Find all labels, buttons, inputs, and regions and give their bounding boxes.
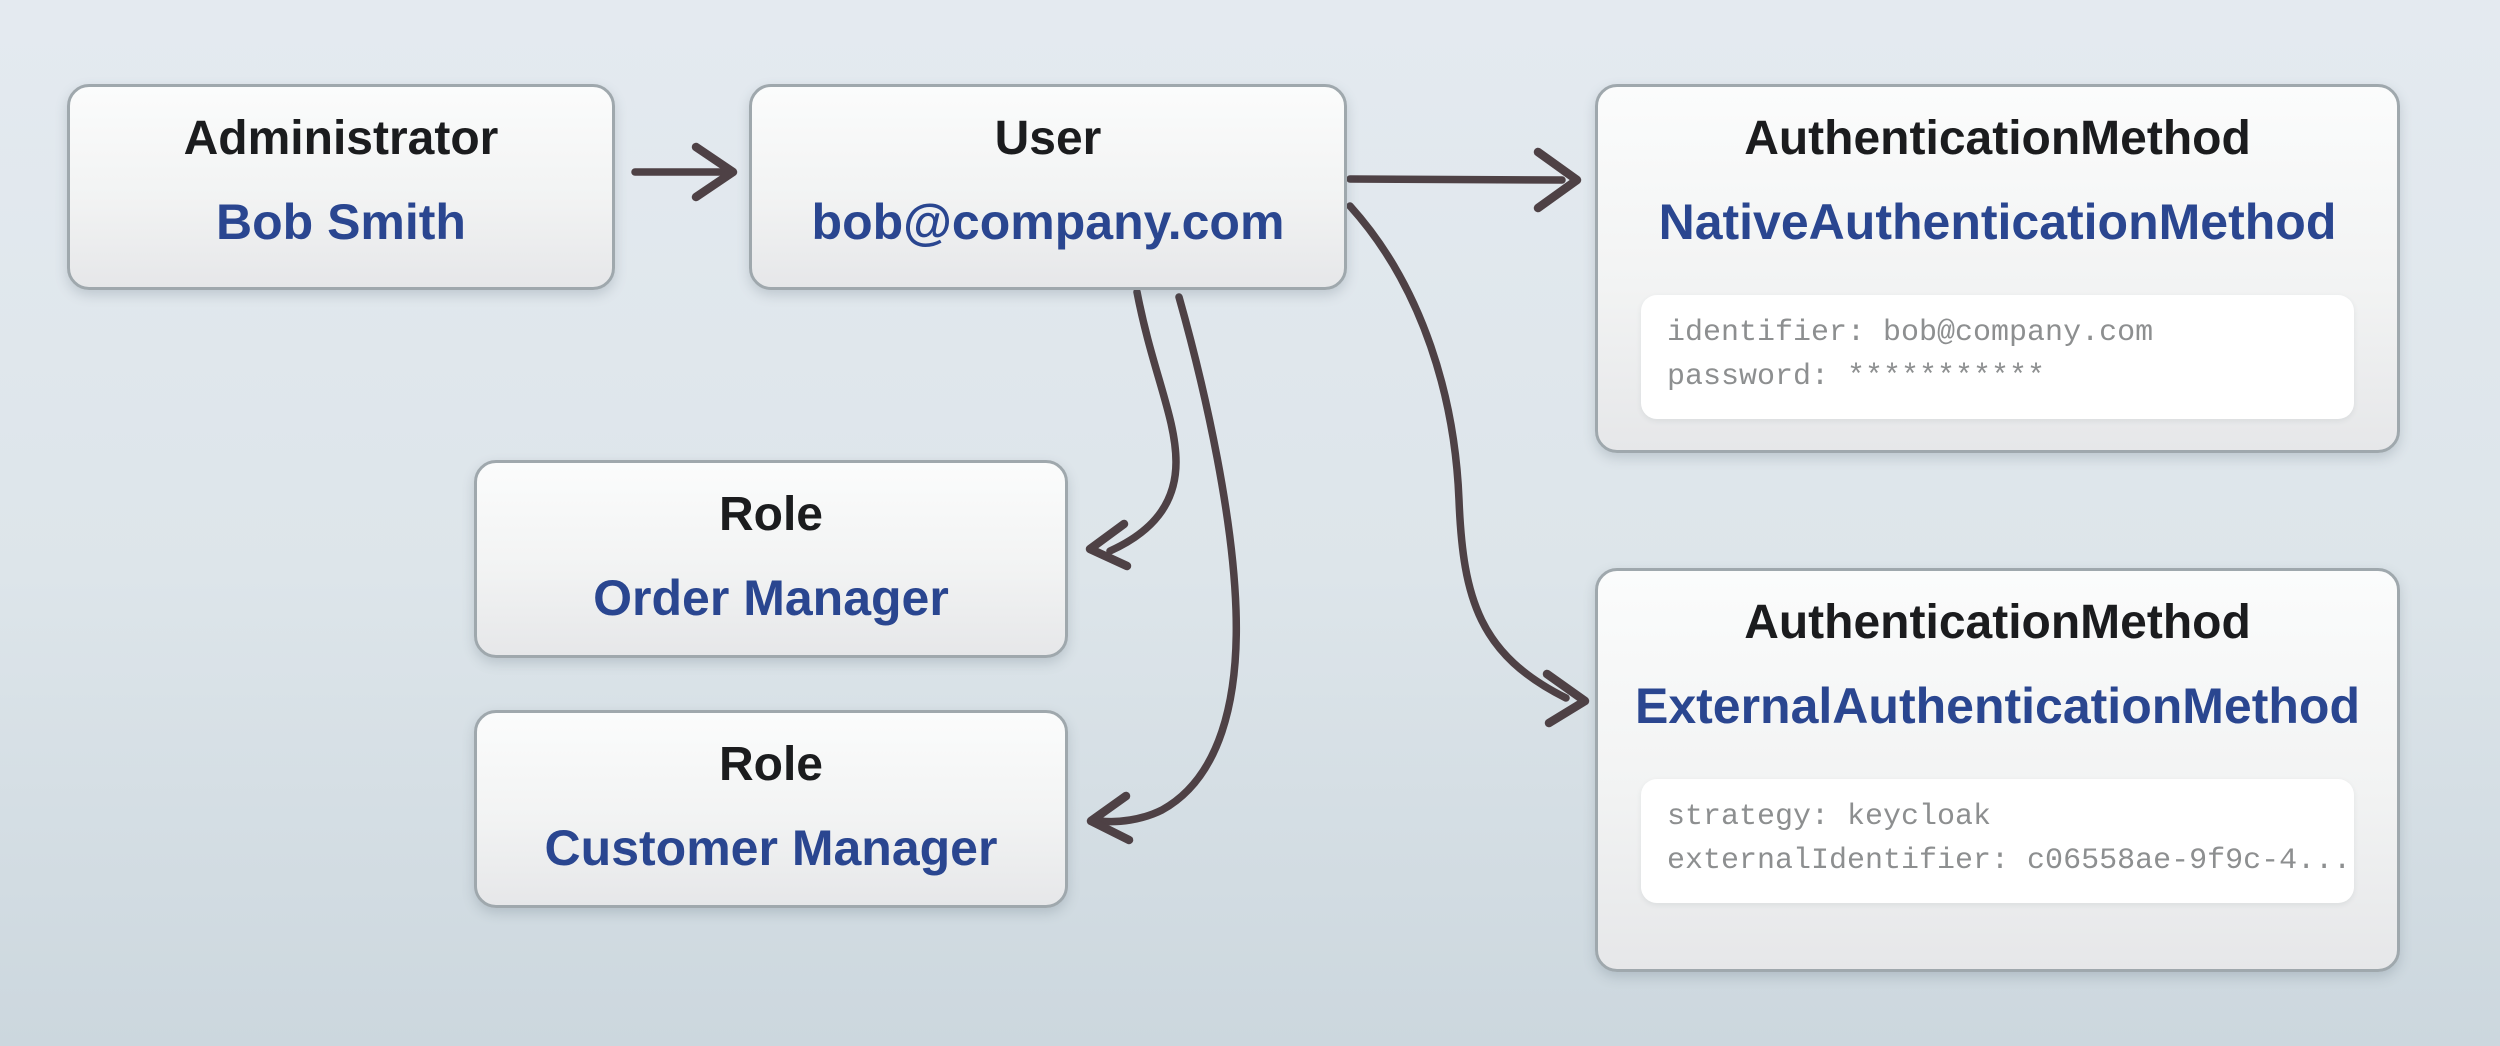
node-native-authentication-method: AuthenticationMethod NativeAuthenticatio…: [1595, 84, 2400, 453]
code-box: identifier: bob@company.com password: **…: [1641, 295, 2354, 419]
node-value: bob@company.com: [811, 194, 1285, 250]
node-title: Role: [718, 488, 823, 541]
edge-user-to-external-auth: [1346, 202, 1590, 728]
node-value: Customer Manager: [544, 820, 998, 876]
node-role-customer-manager: Role Customer Manager: [474, 710, 1068, 908]
node-administrator: Administrator Bob Smith: [67, 84, 615, 290]
code-line: password: ***********: [1667, 360, 2046, 394]
node-user: User bob@company.com: [749, 84, 1347, 290]
arrowhead-left-icon: [1085, 519, 1132, 571]
code-line: identifier: bob@company.com: [1667, 316, 2154, 350]
node-title: User: [994, 112, 1102, 165]
arrowhead-right-icon: [691, 142, 738, 202]
node-title: Administrator: [183, 112, 499, 165]
edge-user-to-native-auth: [1346, 147, 1582, 213]
arrowhead-left-icon: [1086, 791, 1134, 845]
code-line: externalIdentifier: c06558ae-9f9c-4...: [1667, 844, 2352, 878]
edge-user-to-role-customer-manager: [1086, 293, 1241, 845]
node-value: NativeAuthenticationMethod: [1658, 194, 2337, 250]
arrowhead-right-icon: [1533, 147, 1582, 213]
node-value: ExternalAuthenticationMethod: [1634, 678, 2361, 734]
node-role-order-manager: Role Order Manager: [474, 460, 1068, 658]
node-value: Bob Smith: [216, 194, 466, 250]
node-value: Order Manager: [593, 570, 949, 626]
arrowhead-right-icon: [1542, 669, 1590, 728]
edge-administrator-to-user: [631, 142, 738, 202]
node-title: AuthenticationMethod: [1744, 112, 2251, 165]
node-external-authentication-method: AuthenticationMethod ExternalAuthenticat…: [1595, 568, 2400, 972]
node-title: AuthenticationMethod: [1744, 596, 2251, 649]
code-line: strategy: keycloak: [1667, 800, 1992, 834]
node-title: Role: [718, 738, 823, 791]
edge-user-to-role-order-manager: [1085, 288, 1180, 571]
code-box: strategy: keycloak externalIdentifier: c…: [1641, 779, 2354, 903]
